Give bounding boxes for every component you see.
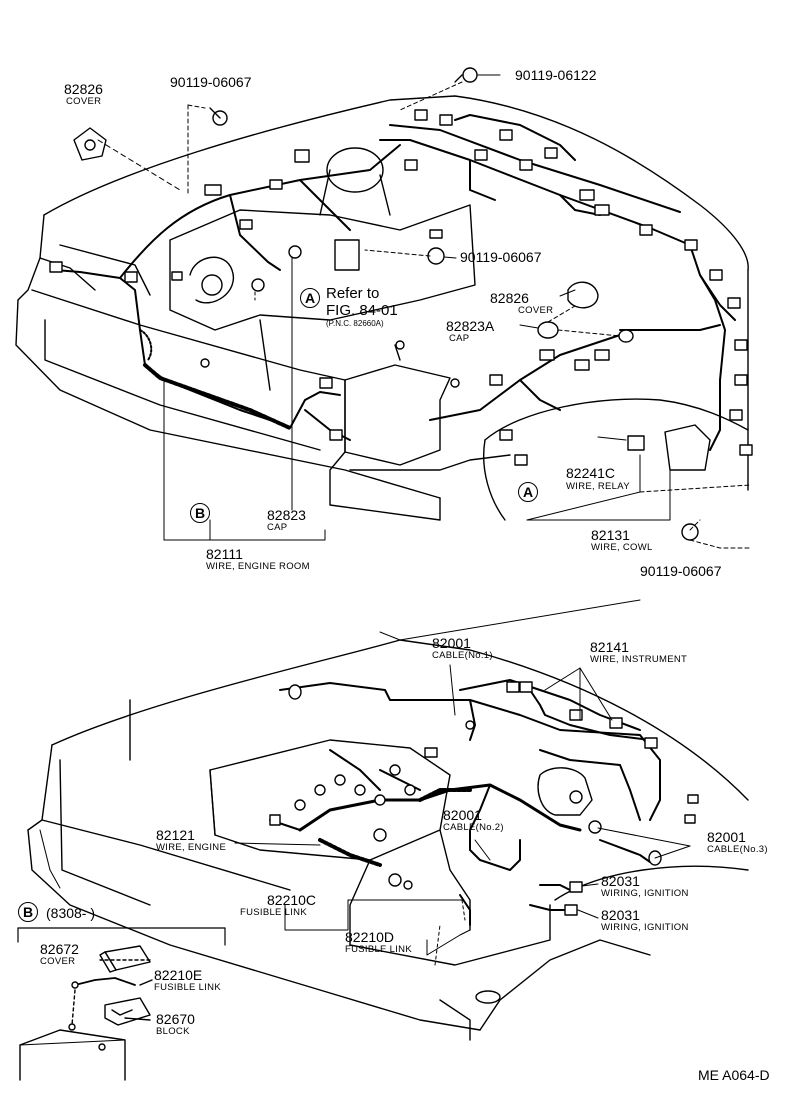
connectors-bottom xyxy=(269,681,699,916)
part-number-82210c: 82210C xyxy=(267,892,317,908)
wire-harness-top xyxy=(54,114,736,451)
part-number-82001-no1: 82001 xyxy=(432,635,471,651)
part-desc-82001-no1: CABLE(No.1) xyxy=(432,650,493,661)
refer-figure-text: FIG. 84-01 xyxy=(326,302,398,319)
part-desc-82210c: FUSIBLE LINK xyxy=(240,907,307,918)
part-desc-82031-a: WIRING, IGNITION xyxy=(601,888,689,899)
part-desc-82210e: FUSIBLE LINK xyxy=(154,982,221,993)
part-desc-82210d: FUSIBLE LINK xyxy=(345,944,412,955)
cap-82823 xyxy=(288,245,302,259)
part-number-82210e: 82210E xyxy=(154,967,203,983)
hardware-top xyxy=(73,67,711,541)
part-desc-82111: WIRE, ENGINE ROOM xyxy=(206,561,310,572)
relay-block-cowl xyxy=(664,424,711,471)
part-desc-82823: CAP xyxy=(267,522,288,533)
part-number-82210d: 82210D xyxy=(345,929,395,945)
cap-82823a xyxy=(537,321,559,339)
part-desc-82001-no2: CABLE(No.2) xyxy=(443,822,504,833)
leader-lines-bottom xyxy=(39,664,691,966)
part-number-90119-06067-b: 90119-06067 xyxy=(460,249,542,265)
bolt-90119-06067-c xyxy=(681,523,699,541)
part-number-82826-right: 82826 xyxy=(490,290,529,306)
part-desc-82031-b: WIRING, IGNITION xyxy=(601,922,689,933)
part-desc-82131: WIRE, COWL xyxy=(591,542,653,553)
part-desc-82672: COVER xyxy=(40,956,76,967)
part-number-82241c: 82241C xyxy=(566,465,616,481)
cover-82826-right xyxy=(567,281,599,309)
refer-pnc-text: (P.N.C. 82660A) xyxy=(326,319,384,328)
part-number-82131: 82131 xyxy=(591,527,630,543)
inset-range-text: (8308- ) xyxy=(46,905,96,921)
circle-callout-a: A xyxy=(300,288,320,308)
part-number-82111: 82111 xyxy=(206,546,243,562)
part-number-82141: 82141 xyxy=(590,639,629,655)
part-number-82001-no2: 82001 xyxy=(443,807,482,823)
bolt-90119-06122 xyxy=(462,67,478,83)
wire-harness-bottom xyxy=(269,679,661,926)
part-number-82826-left: 82826 xyxy=(64,81,103,97)
part-desc-82670: BLOCK xyxy=(156,1026,190,1037)
figure-code: ME A064-D xyxy=(698,1067,770,1083)
part-desc-82823a: CAP xyxy=(449,333,470,344)
part-number-82670: 82670 xyxy=(156,1011,195,1027)
part-desc-82001-no3: CABLE(No.3) xyxy=(707,844,768,855)
connectors-top xyxy=(49,109,753,466)
part-desc-82826-left: COVER xyxy=(66,96,102,107)
part-number-82031-a: 82031 xyxy=(601,873,640,889)
inset-b xyxy=(17,927,226,1081)
circle-callout-b: B xyxy=(190,503,210,523)
part-number-82031-b: 82031 xyxy=(601,907,640,923)
circle-callout-b-inset: B xyxy=(18,902,38,922)
part-number-90119-06122: 90119-06122 xyxy=(515,67,597,83)
part-number-82121: 82121 xyxy=(156,827,195,843)
part-number-90119-06067-a: 90119-06067 xyxy=(170,74,252,90)
part-desc-82141: WIRE, INSTRUMENT xyxy=(590,654,688,665)
circle-callout-a-lower: A xyxy=(518,482,538,502)
part-desc-82241c: WIRE, RELAY xyxy=(566,481,630,492)
part-number-82672: 82672 xyxy=(40,941,79,957)
part-number-82823: 82823 xyxy=(267,507,306,523)
part-number-90119-06067-c: 90119-06067 xyxy=(640,563,722,579)
part-desc-82121: WIRE, ENGINE xyxy=(156,842,227,853)
leader-lines-top xyxy=(97,74,751,549)
refer-to-text: Refer to xyxy=(326,285,380,302)
part-desc-82826-right: COVER xyxy=(518,305,554,316)
part-number-82001-no3: 82001 xyxy=(707,829,746,845)
relay-82241c xyxy=(627,435,645,451)
part-number-82823a: 82823A xyxy=(446,318,495,334)
